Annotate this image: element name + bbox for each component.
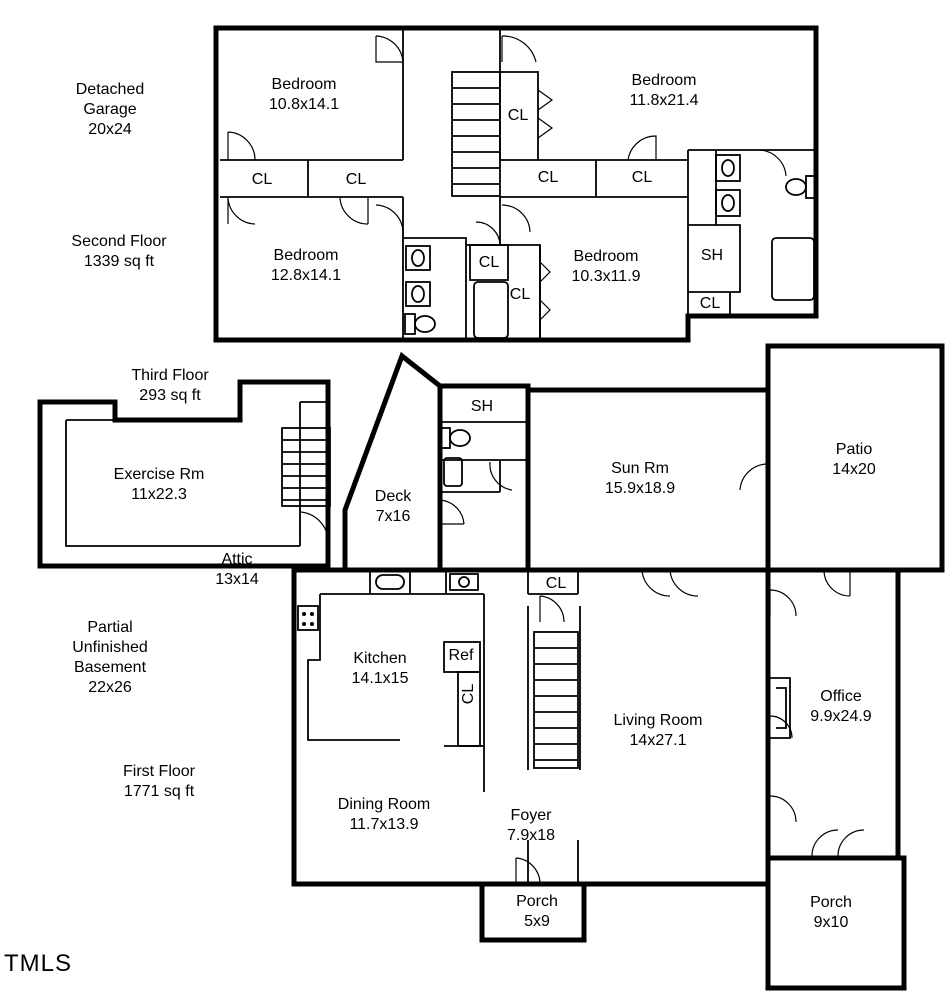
- note-basement-line: Unfinished: [72, 639, 148, 656]
- note-first-floor: First Floor 1771 sq ft: [123, 762, 195, 802]
- room-size: 10.3x11.9: [571, 268, 641, 285]
- note-second-floor: Second Floor 1339 sq ft: [71, 232, 166, 272]
- closet-label: CL: [460, 683, 477, 705]
- room-patio: Patio 14x20: [832, 440, 876, 480]
- closet-label: CL: [478, 254, 500, 271]
- room-name: Bedroom: [631, 72, 697, 89]
- room-name: Bedroom: [271, 76, 337, 93]
- room-name: Office: [820, 688, 862, 705]
- room-size: 10.8x14.1: [268, 96, 340, 113]
- room-exercise: Exercise Rm 11x22.3: [114, 465, 205, 505]
- note-third-floor-line: 293 sq ft: [139, 387, 201, 404]
- room-office: Office 9.9x24.9: [810, 687, 871, 727]
- room-living: Living Room 14x27.1: [614, 711, 703, 751]
- note-basement-line: Basement: [73, 659, 147, 676]
- room-size: 11.8x21.4: [629, 92, 699, 109]
- note-third-floor: Third Floor 293 sq ft: [131, 366, 208, 406]
- room-porch-front: Porch 5x9: [516, 892, 558, 932]
- refrigerator-label: Ref: [448, 647, 474, 664]
- room-name: Dining Room: [337, 796, 431, 813]
- room-size: 9x10: [813, 914, 849, 931]
- closet-label: CL: [509, 286, 531, 303]
- room-name: Living Room: [613, 712, 703, 729]
- closet-label: CL: [507, 107, 529, 124]
- closet-label: CL: [545, 575, 567, 592]
- room-name: Exercise Rm: [113, 466, 205, 483]
- note-garage: Detached Garage 20x24: [76, 80, 145, 140]
- note-garage-line: Detached: [75, 81, 145, 98]
- third-floor-plan: [37, 379, 331, 569]
- shower-label: SH: [470, 398, 494, 415]
- room-size: 5x9: [524, 913, 550, 930]
- room-bedroom-nw: Bedroom 10.8x14.1: [269, 75, 339, 115]
- note-basement-line: 22x26: [88, 679, 132, 696]
- note-second-floor-line: Second Floor: [71, 233, 167, 250]
- room-size: 15.9x18.9: [604, 480, 676, 497]
- note-first-floor-line: First Floor: [123, 763, 195, 780]
- room-name: Bedroom: [273, 247, 339, 264]
- note-basement: Partial Unfinished Basement 22x26: [72, 618, 148, 698]
- note-basement-line: Partial: [87, 619, 133, 636]
- room-size: 14x20: [832, 461, 876, 478]
- note-second-floor-line: 1339 sq ft: [83, 253, 155, 270]
- room-sun: Sun Rm 15.9x18.9: [605, 459, 675, 499]
- room-deck: Deck 7x16: [375, 487, 411, 527]
- room-size: 7x16: [375, 508, 411, 525]
- room-dining: Dining Room 11.7x13.9: [338, 795, 430, 835]
- room-size: 11.7x13.9: [349, 816, 419, 833]
- room-size: 11x22.3: [131, 486, 187, 503]
- stair-second-floor: [451, 71, 501, 197]
- room-bedroom-se: Bedroom 10.3x11.9: [571, 247, 640, 287]
- shower-label: SH: [700, 247, 724, 264]
- room-size: 7.9x18: [506, 827, 556, 844]
- mls-logo: TMLS: [4, 950, 73, 977]
- closet-label: CL: [631, 169, 653, 186]
- room-name: Patio: [835, 441, 873, 458]
- closet-label: CL: [699, 295, 721, 312]
- room-name: Foyer: [510, 807, 552, 824]
- note-garage-line: Garage: [83, 101, 137, 118]
- room-name: Porch: [516, 893, 558, 910]
- note-first-floor-line: 1771 sq ft: [123, 783, 195, 800]
- closet-label: CL: [537, 169, 559, 186]
- note-third-floor-line: Third Floor: [131, 367, 209, 384]
- note-garage-line: 20x24: [88, 121, 132, 138]
- note-attic-line: 13x14: [215, 571, 259, 588]
- room-kitchen: Kitchen 14.1x15: [352, 649, 409, 689]
- second-floor-plan: [213, 25, 819, 343]
- room-foyer: Foyer 7.9x18: [507, 806, 555, 846]
- note-attic-line: Attic: [221, 551, 253, 568]
- room-bedroom-ne: Bedroom 11.8x21.4: [629, 71, 698, 111]
- room-size: 9.9x24.9: [810, 708, 872, 725]
- room-name: Bedroom: [573, 248, 639, 265]
- room-name: Sun Rm: [611, 460, 669, 477]
- room-name: Porch: [810, 894, 852, 911]
- room-size: 14.1x15: [351, 670, 409, 687]
- closet-label: CL: [251, 171, 273, 188]
- room-porch-side: Porch 9x10: [810, 893, 852, 933]
- closet-label: CL: [345, 171, 367, 188]
- room-name: Kitchen: [353, 650, 407, 667]
- room-size: 12.8x14.1: [270, 267, 342, 284]
- note-attic: Attic 13x14: [215, 550, 259, 590]
- room-bedroom-sw: Bedroom 12.8x14.1: [271, 246, 341, 286]
- room-size: 14x27.1: [629, 732, 687, 749]
- room-name: Deck: [374, 488, 412, 505]
- first-floor-plan: [291, 343, 945, 991]
